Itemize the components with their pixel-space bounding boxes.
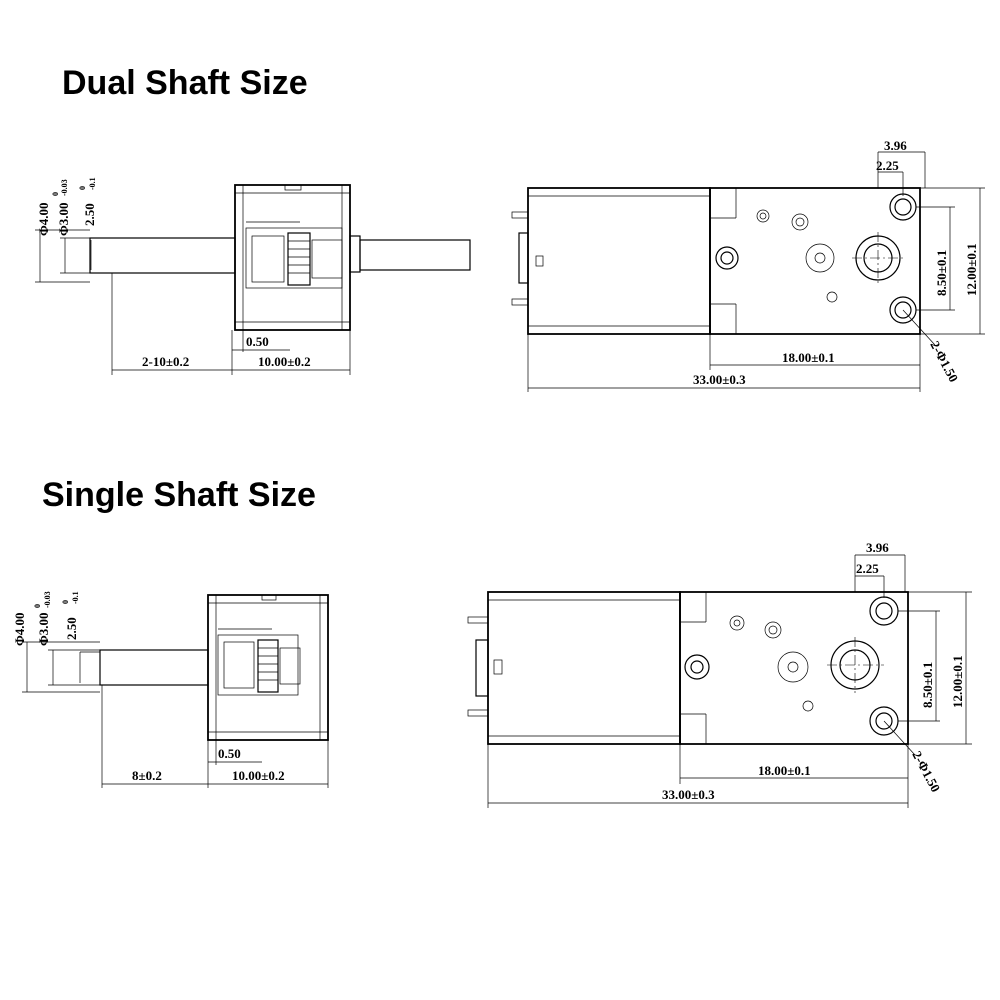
dual-dim-shaft-length: 2-10±0.2: [142, 354, 189, 369]
single-dim-250-tol-up: 0: [61, 600, 70, 604]
single-dim-body-length: 10.00±0.2: [232, 768, 285, 783]
dual-dim-396: 3.96: [884, 138, 907, 153]
single-front-view: [467, 554, 972, 808]
dual-dim-d3-tol-low: -0.03: [60, 179, 69, 196]
dual-terminal-top: [511, 211, 529, 219]
dual-shaft-title: Dual Shaft Size: [62, 64, 308, 102]
dual-motor-body: [527, 187, 711, 335]
dual-dim-d3: Φ3.00: [56, 202, 71, 236]
single-terminal-bottom: [467, 709, 489, 717]
single-shaft-title: Single Shaft Size: [42, 476, 316, 514]
dual-gearbox: [709, 187, 921, 335]
single-terminal-top: [467, 616, 489, 624]
dual-front-view: [511, 151, 985, 392]
single-dim-250-tol-low: -0.1: [71, 591, 80, 604]
single-gearbox: [679, 591, 909, 745]
single-shaft: [99, 649, 209, 686]
dual-side-view: [35, 184, 471, 375]
dual-dim-1800: 18.00±0.1: [782, 350, 835, 365]
dual-dim-250-tol-up: 0: [78, 186, 87, 190]
single-dim-225: 2.25: [856, 561, 879, 576]
dual-dim-250: 2.50: [82, 203, 97, 226]
single-dim-d4: Φ4.00: [12, 612, 27, 646]
single-dim-250: 2.50: [64, 617, 79, 640]
dual-dim-225: 2.25: [876, 158, 899, 173]
single-dim-1800: 18.00±0.1: [758, 763, 811, 778]
dual-dim-850: 8.50±0.1: [934, 250, 949, 296]
dual-end-cap: [518, 232, 529, 284]
single-dim-d3-tol-up: 0: [33, 604, 42, 608]
single-dim-3300: 33.00±0.3: [662, 787, 715, 802]
single-gear-housing: [207, 594, 329, 741]
dual-dim-250-tol-low: -0.1: [88, 177, 97, 190]
dual-dim-3300: 33.00±0.3: [693, 372, 746, 387]
dual-dim-body-length: 10.00±0.2: [258, 354, 311, 369]
dual-dim-hole: 2-Φ1.50: [927, 338, 961, 384]
single-dim-1200: 12.00±0.1: [950, 655, 965, 708]
single-dim-hole: 2-Φ1.50: [909, 748, 943, 794]
single-end-cap: [475, 639, 489, 697]
single-motor-body: [487, 591, 681, 745]
dual-dim-d3-tol-up: 0: [51, 192, 60, 196]
dual-dim-d4: Φ4.00: [36, 202, 51, 236]
dual-mount-hole-top: [889, 193, 917, 221]
single-dim-850: 8.50±0.1: [920, 662, 935, 708]
single-dim-d3: Φ3.00: [36, 612, 51, 646]
single-mount-hole-top: [869, 596, 899, 626]
single-side-view: [22, 594, 329, 788]
single-dim-shaft-length: 8±0.2: [132, 768, 162, 783]
dual-dim-1200: 12.00±0.1: [964, 243, 979, 296]
dual-gear-train: [245, 227, 343, 289]
single-dim-d3-tol-low: -0.03: [43, 591, 52, 608]
single-gear-train: [217, 634, 299, 696]
single-dim-396: 3.96: [866, 540, 889, 555]
dual-left-shaft: [89, 237, 236, 274]
dual-dim-gap: 0.50: [246, 334, 269, 349]
single-dim-gap: 0.50: [218, 746, 241, 761]
dual-terminal-bottom: [511, 298, 529, 306]
dual-right-shaft: [359, 239, 471, 271]
